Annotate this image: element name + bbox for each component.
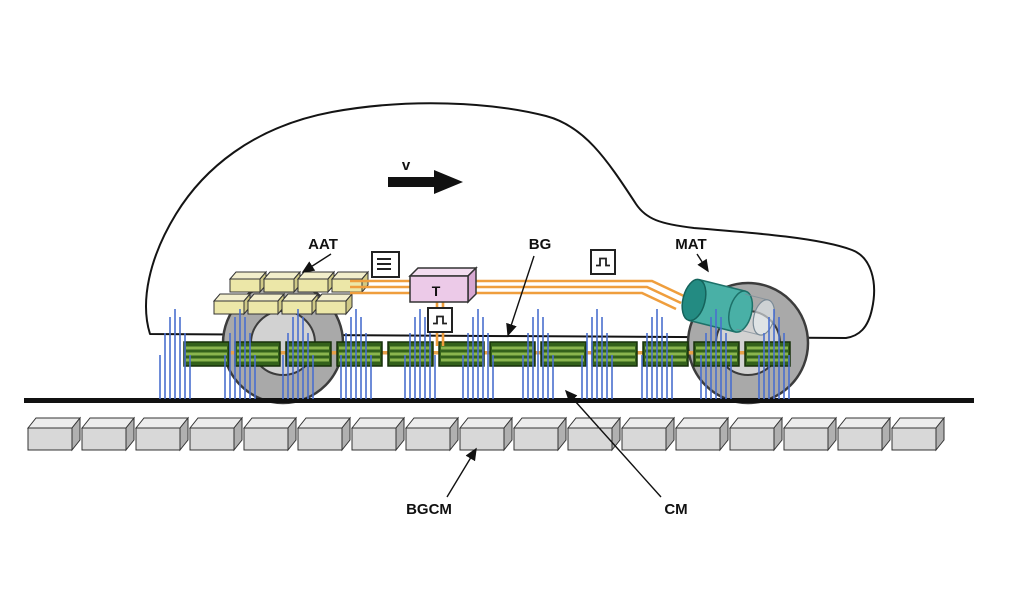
ground-coil-module: [405, 417, 459, 451]
ground-coil-module: [459, 417, 513, 451]
ground-coil-module: [891, 417, 945, 451]
ground-coil-module: [513, 417, 567, 451]
battery-box: [229, 271, 267, 293]
bgcm-label: BGCM: [406, 501, 452, 518]
bg-leader: [506, 255, 535, 337]
ground-module-row: [27, 417, 945, 451]
motor-cap-right: [728, 290, 754, 333]
ground-coil-module: [189, 417, 243, 451]
mat-motor: [681, 278, 776, 336]
road-line: [24, 398, 974, 403]
transformer-box: T: [408, 266, 478, 304]
transformer-top: [408, 267, 478, 277]
ground-coil-module: [729, 417, 783, 451]
bgcm-leader: [446, 447, 477, 498]
bg-segment: [335, 340, 384, 368]
ground-coil-module: [297, 417, 351, 451]
dc-symbol-box: [371, 251, 400, 278]
velocity-label: v: [402, 157, 411, 174]
ground-coil-module: [351, 417, 405, 451]
component-labels: AAT BG MAT BGCM CM: [308, 236, 707, 518]
leader-arrows: [301, 253, 709, 498]
aat-leader: [301, 253, 332, 273]
bg-connector-rail: [186, 351, 788, 355]
bg-coil-row: [182, 340, 792, 368]
mat-leader: [696, 253, 709, 273]
cm-label: CM: [664, 501, 687, 518]
ground-coil-module: [621, 417, 675, 451]
ground-coil-module: [783, 417, 837, 451]
bg-segment: [590, 340, 639, 368]
bg-segment: [641, 340, 690, 368]
transformer-front: [409, 275, 469, 303]
mat-label: MAT: [675, 236, 706, 253]
bg-segment: [233, 340, 282, 368]
battery-box: [297, 271, 335, 293]
transformer-label: T: [432, 283, 441, 299]
battery-box: [247, 293, 285, 315]
battery-box: [315, 293, 353, 315]
battery-box: [213, 293, 251, 315]
ground-coil-module: [81, 417, 135, 451]
velocity-arrow: v: [388, 157, 463, 194]
ground-coil-module: [243, 417, 297, 451]
battery-box: [281, 293, 319, 315]
converter-icon: [590, 249, 616, 275]
motor-cap-left: [681, 278, 707, 322]
battery-box: [263, 271, 301, 293]
ground-coil-module: [135, 417, 189, 451]
cm-leader: [564, 389, 662, 498]
aat-label: AAT: [308, 236, 338, 253]
cable: [468, 279, 687, 299]
ground-coil-module: [675, 417, 729, 451]
ground-coil-module: [27, 417, 81, 451]
converter-icon: [427, 307, 453, 333]
cable: [468, 291, 677, 311]
bg-label: BG: [529, 236, 552, 253]
cable: [468, 285, 682, 305]
ground-coil-module: [837, 417, 891, 451]
